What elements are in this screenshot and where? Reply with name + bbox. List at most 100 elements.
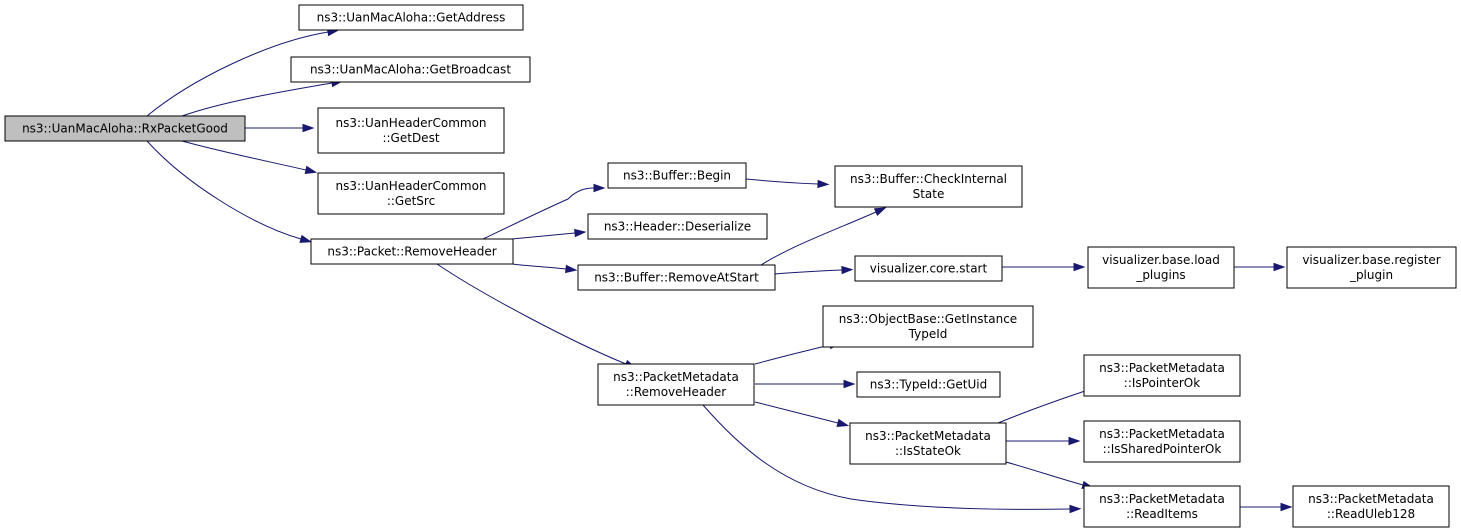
- node-box[interactable]: [317, 107, 505, 154]
- node-removeheader[interactable]: ns3::Packet::RemoveHeader: [310, 238, 514, 265]
- edge-pmremoveheader-to-getuid: [754, 379, 856, 389]
- node-box[interactable]: [856, 371, 1001, 398]
- arrowhead: [841, 265, 854, 275]
- node-removeatstart[interactable]: ns3::Buffer::RemoveAtStart: [577, 264, 776, 291]
- node-loadplugins[interactable]: visualizer.base.load_plugins: [1087, 246, 1235, 289]
- node-label: _plugin: [1349, 268, 1393, 282]
- node-box[interactable]: [1083, 485, 1241, 528]
- node-issharedpointerok[interactable]: ns3::PacketMetadata::IsSharedPointerOk: [1083, 420, 1241, 463]
- node-vcorestart[interactable]: visualizer.core.start: [854, 255, 1003, 282]
- arrowhead: [1280, 502, 1293, 512]
- node-pmremoveheader[interactable]: ns3::PacketMetadata::RemoveHeader: [597, 363, 755, 406]
- node-box[interactable]: [597, 363, 755, 406]
- edge-line: [146, 140, 302, 240]
- edge-line: [754, 344, 831, 365]
- node-box[interactable]: [1083, 354, 1241, 397]
- edge-line: [511, 263, 567, 270]
- node-label: ::GetDest: [382, 131, 439, 145]
- node-deserialize[interactable]: ns3::Header::Deserialize: [587, 213, 768, 240]
- node-box[interactable]: [1083, 420, 1241, 463]
- edge-line: [745, 178, 819, 185]
- arrowhead: [817, 179, 830, 189]
- node-label: visualizer.base.load: [1102, 253, 1220, 267]
- edge-removeheader-to-removeatstart: [511, 263, 578, 274]
- arrowhead: [304, 165, 318, 174]
- node-bufferbegin[interactable]: ns3::Buffer::Begin: [607, 162, 747, 189]
- node-label: visualizer.core.start: [870, 262, 988, 276]
- edge-loadplugins-to-registerplugin: [1233, 262, 1286, 272]
- edge-root-to-getdest: [245, 123, 315, 133]
- edge-removeheader-to-deserialize: [511, 228, 587, 240]
- edge-root-to-removeheader: [146, 140, 313, 243]
- node-label: ::IsSharedPointerOk: [1103, 442, 1222, 456]
- node-getdest[interactable]: ns3::UanHeaderCommon::GetDest: [317, 107, 505, 154]
- node-label: ns3::Packet::RemoveHeader: [327, 245, 496, 259]
- node-isstateok[interactable]: ns3::PacketMetadata::IsStateOk: [849, 422, 1007, 465]
- nodes-layer: ns3::UanMacAloha::RxPacketGood ns3::UanMa…: [4, 4, 1457, 528]
- node-box[interactable]: [290, 56, 531, 83]
- edge-line: [760, 211, 877, 266]
- node-box[interactable]: [317, 172, 505, 215]
- node-registerplugin[interactable]: visualizer.base.register_plugin: [1286, 246, 1457, 289]
- node-ispointerok[interactable]: ns3::PacketMetadata::IsPointerOk: [1083, 354, 1241, 397]
- node-box[interactable]: [1087, 246, 1235, 289]
- node-label: ns3::TypeId::GetUid: [870, 378, 988, 392]
- node-box[interactable]: [854, 255, 1003, 282]
- node-box[interactable]: [834, 165, 1023, 208]
- node-box[interactable]: [577, 264, 776, 291]
- edge-line: [181, 140, 307, 171]
- arrowhead: [299, 234, 313, 243]
- node-box[interactable]: [1292, 485, 1450, 528]
- node-label: State: [913, 187, 945, 201]
- node-label: ::ReadUleb128: [1327, 507, 1415, 521]
- edge-isstateok-to-readitems: [1005, 461, 1095, 489]
- node-box[interactable]: [587, 213, 768, 240]
- node-getuid[interactable]: ns3::TypeId::GetUid: [856, 371, 1001, 398]
- edge-bufferbegin-to-checkinternal: [745, 178, 830, 189]
- node-box[interactable]: [298, 4, 524, 31]
- node-box[interactable]: [4, 115, 246, 142]
- node-box[interactable]: [1286, 246, 1457, 289]
- edge-line: [774, 269, 843, 275]
- node-label: ns3::Header::Deserialize: [604, 220, 751, 234]
- node-label: ns3::UanMacAloha::GetAddress: [317, 11, 506, 25]
- node-label: ns3::PacketMetadata: [865, 429, 991, 443]
- edge-vcorestart-to-loadplugins: [1001, 262, 1086, 272]
- edges-layer: [146, 27, 1293, 514]
- edge-readitems-to-readuleb128: [1239, 502, 1293, 512]
- node-box[interactable]: [849, 422, 1007, 465]
- edge-isstateok-to-ispointerok: [997, 387, 1096, 424]
- edge-removeatstart-to-vcorestart: [774, 265, 854, 275]
- edge-root-to-getsrc: [181, 140, 318, 174]
- arrowhead: [574, 228, 587, 238]
- node-box[interactable]: [310, 238, 514, 265]
- node-label: ::IsStateOk: [895, 444, 961, 458]
- edge-removeatstart-to-checkinternal: [760, 207, 887, 266]
- edge-line: [511, 232, 576, 240]
- node-label: ns3::UanHeaderCommon: [335, 179, 486, 193]
- arrowhead: [1073, 262, 1086, 272]
- node-label: ns3::PacketMetadata: [1099, 361, 1225, 375]
- node-label: ns3::PacketMetadata: [1308, 492, 1434, 506]
- edge-line: [146, 31, 329, 117]
- node-getsrc[interactable]: ns3::UanHeaderCommon::GetSrc: [317, 172, 505, 215]
- node-label: ::GetSrc: [387, 194, 435, 208]
- node-label: ::RemoveHeader: [626, 385, 727, 399]
- node-box[interactable]: [607, 162, 747, 189]
- arrowhead: [1069, 504, 1082, 514]
- node-label: ns3::UanMacAloha::GetBroadcast: [310, 63, 511, 77]
- node-label: ns3::Buffer::CheckInternal: [850, 172, 1007, 186]
- node-getaddress[interactable]: ns3::UanMacAloha::GetAddress: [298, 4, 524, 31]
- node-readitems[interactable]: ns3::PacketMetadata::ReadItems: [1083, 485, 1241, 528]
- node-getbroadcast[interactable]: ns3::UanMacAloha::GetBroadcast: [290, 56, 531, 83]
- node-root[interactable]: ns3::UanMacAloha::RxPacketGood: [4, 115, 246, 142]
- node-box[interactable]: [822, 305, 1034, 348]
- edge-line: [754, 401, 839, 424]
- node-label: ns3::Buffer::RemoveAtStart: [594, 271, 759, 285]
- edge-line: [702, 404, 1071, 510]
- edge-pmremoveheader-to-isstateok: [754, 401, 850, 427]
- node-readuleb128[interactable]: ns3::PacketMetadata::ReadUleb128: [1292, 485, 1450, 528]
